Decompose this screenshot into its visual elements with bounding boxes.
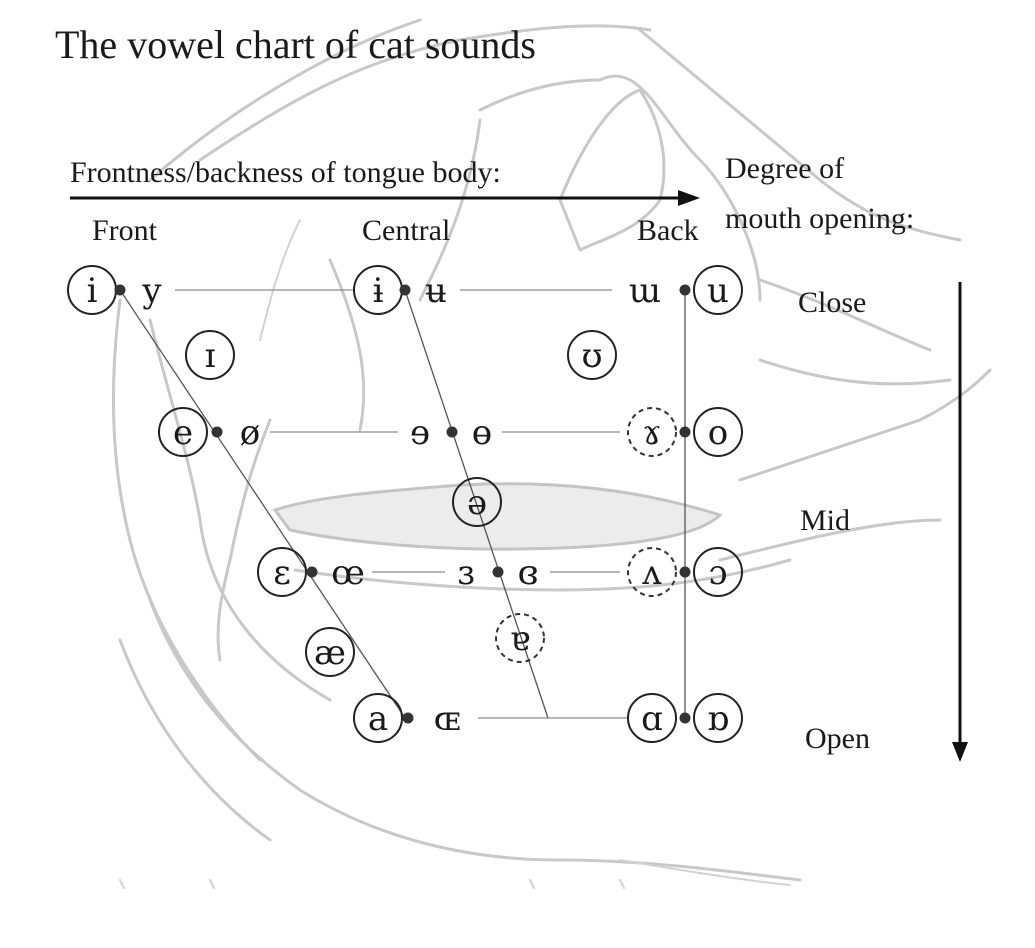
vowel-circle-schwa [452, 477, 502, 527]
row-label-open: Open [805, 722, 870, 755]
vowel-circle-turned-a [495, 613, 545, 663]
vowel-schwa: ə [467, 483, 487, 523]
vowel-rev-e: ɘ [410, 413, 430, 453]
vowel-pair-dot [679, 426, 691, 438]
vowel-circle-ram-horns [627, 407, 677, 457]
vowel-pair-dot [306, 566, 318, 578]
vowel-pair-dot [211, 426, 223, 438]
vowel-i: i [87, 271, 98, 311]
vowel-barred-i: ɨ [373, 271, 384, 311]
vowel-u: u [707, 271, 729, 311]
vowel-pair-dot [402, 712, 414, 724]
column-label-back: Back [637, 214, 699, 247]
vowel-circle-turned-script-a [693, 693, 743, 743]
vowel-barred-o: ɵ [472, 413, 492, 453]
vowel-turned-m: ɯ [629, 271, 661, 311]
opening-arrow [952, 282, 968, 762]
vowel-circle-a [353, 693, 403, 743]
row-label-mid: Mid [800, 504, 850, 537]
vowel-circle-open-o [693, 547, 743, 597]
vowel-circle-o [693, 407, 743, 457]
vowel-open-o: ɔ [708, 553, 727, 593]
vowel-pair-dot [446, 426, 458, 438]
vowel-a: a [368, 699, 388, 739]
vowel-circle-script-a [627, 693, 677, 743]
vowel-circle-ash [305, 627, 355, 677]
vowel-closed-rev-e: ɞ [518, 553, 539, 593]
vowel-e: e [173, 413, 193, 453]
vowel-barred-u: ʉ [425, 271, 447, 311]
frontness-arrow [70, 190, 700, 206]
vowel-turned-a: ɐ [510, 619, 530, 659]
row-label-close: Close [798, 286, 866, 319]
vowel-pair-dot [679, 284, 691, 296]
vowel-circle-upsilon [567, 330, 617, 380]
vowel-circle-u [693, 265, 743, 315]
vowel-o-slash: ø [240, 413, 260, 453]
vowel-script-a: ɑ [641, 699, 663, 739]
column-label-central: Central [362, 214, 450, 247]
chart-title: The vowel chart of cat sounds [55, 22, 536, 67]
vowel-rev-open-e: ɜ [457, 553, 474, 593]
vowel-o: o [708, 413, 728, 453]
vowel-small-cap-i: ɪ [205, 336, 216, 376]
vowel-trapezoid [119, 289, 686, 719]
vowel-ram-horns: ɤ [642, 413, 661, 453]
column-label-front: Front [92, 214, 158, 247]
frontness-axis-label: Frontness/backness of tongue body: [70, 156, 501, 189]
vowel-circle-e [158, 407, 208, 457]
vowel-circle-open-e [257, 547, 307, 597]
vowel-circle-wedge [627, 547, 677, 597]
vowel-pair-dot [114, 284, 126, 296]
vowel-oe: œ [331, 553, 365, 593]
opening-axis-label-line2: mouth opening: [725, 202, 914, 235]
vowel-open-e: ɛ [273, 553, 291, 593]
opening-axis-label-line1: Degree of [725, 152, 844, 185]
vowel-upsilon: ʊ [581, 336, 602, 376]
vowel-y: y [141, 271, 162, 311]
vowel-pair-dot [679, 566, 691, 578]
cat-head-sketch [111, 18, 992, 889]
vowel-pair-dot [399, 284, 411, 296]
vowel-small-cap-oe: ɶ [434, 699, 461, 739]
vowel-ash: æ [314, 633, 346, 673]
vowel-circle-small-cap-i [185, 330, 235, 380]
vowel-turned-script-a: ɒ [707, 699, 729, 739]
vowel-pair-dot [492, 566, 504, 578]
vowel-wedge: ʌ [641, 553, 662, 593]
vowel-pair-dot [679, 712, 691, 724]
